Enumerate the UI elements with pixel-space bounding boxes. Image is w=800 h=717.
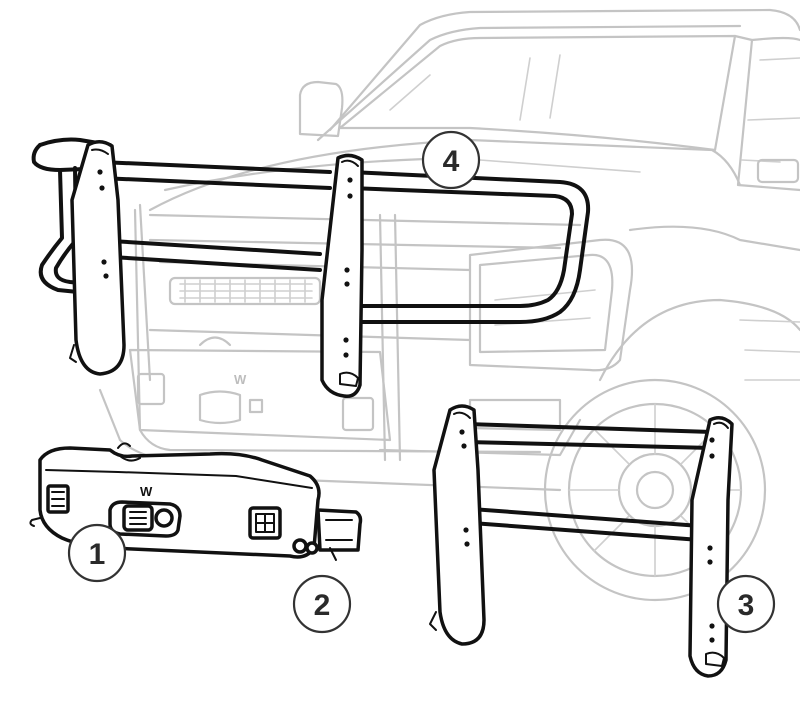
callout-2: 2: [292, 574, 352, 634]
center-guard-part-3: [429, 404, 734, 678]
grille-guard-full-part-4: [31, 137, 591, 399]
callout-1-label: 1: [89, 538, 106, 571]
callout-3-label: 3: [738, 589, 755, 622]
callout-4: 4: [421, 130, 481, 190]
bracket-part-2: [329, 547, 337, 561]
callout-3: 3: [716, 574, 776, 634]
callout-1: 1: [67, 523, 127, 583]
callout-4-label: 4: [443, 145, 460, 178]
svg-text:W: W: [234, 372, 247, 387]
callout-2-label: 2: [314, 589, 331, 622]
svg-text:W: W: [140, 484, 153, 499]
truck-outline: W: [98, 8, 800, 602]
